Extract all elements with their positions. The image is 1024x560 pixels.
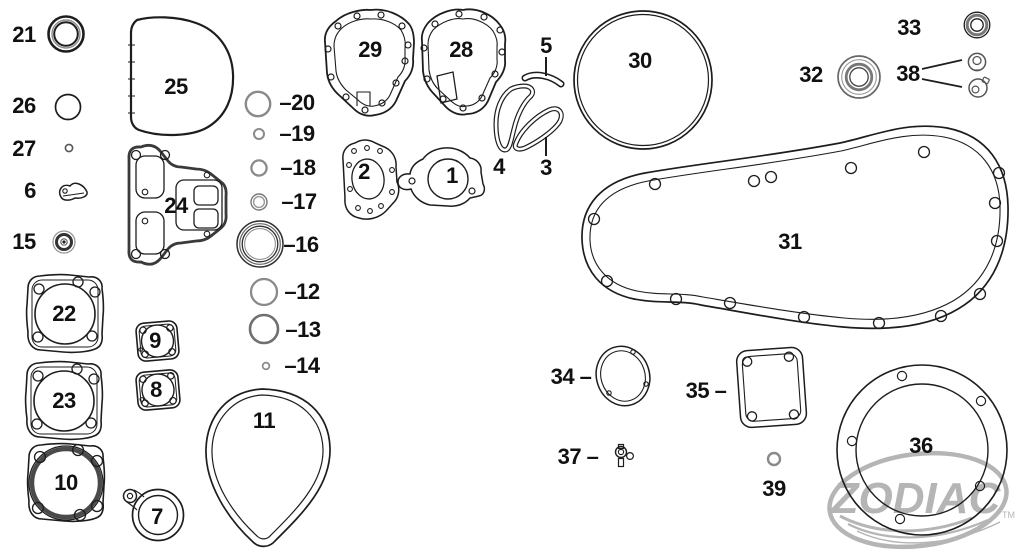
part-31-drawing [581,125,1009,330]
part-10-label: 10 [54,470,78,495]
part-22-drawing [25,273,105,354]
part-18-drawing [250,159,268,177]
part-25-label: 25 [164,74,188,99]
part-14-label: –14 [284,353,320,378]
part-24-label: 24 [164,193,188,218]
part-36-drawing [836,364,1008,536]
part-1-drawing [397,147,486,207]
part-27-drawing [64,143,74,153]
part-32-label: 32 [799,62,823,87]
part-8-label: 8 [150,377,162,402]
part-5-drawing [521,71,565,88]
part-4-drawing [493,83,536,153]
part-3-label: 3 [540,155,552,180]
part-22-label: 22 [52,301,76,326]
part-29-drawing [323,8,415,117]
part-35-label: 35 – [685,378,727,403]
part-11-drawing [205,388,331,548]
part-33-label: 33 [897,15,921,40]
part-37-label: 37 – [557,444,599,469]
part-26-drawing [54,93,82,121]
part-13-drawing [248,313,280,345]
part-9-drawing [135,320,180,362]
part-34-drawing [595,345,651,407]
part-20-drawing [244,90,272,118]
part-24-drawing [127,143,228,266]
part-17-drawing [250,193,268,211]
part-2-drawing [342,139,400,220]
part-7-drawing [122,488,189,545]
part-12-drawing [249,277,279,307]
part-9-label: 9 [149,328,161,353]
part-14-drawing [261,361,271,371]
part-18-label: –18 [280,155,316,180]
part-6-drawing [58,182,88,201]
part-21-label: 21 [12,22,36,47]
part-16-drawing [236,220,284,268]
part-36-label: 36 [909,433,933,458]
part-12-label: –12 [284,279,320,304]
part-23-drawing [24,360,104,441]
part-33-drawing [963,11,991,39]
part-3-drawing [512,106,564,152]
zodiac-wordmark: ZODIAC [830,474,1002,523]
part-21-drawing [47,15,85,53]
part-23-label: 23 [52,388,76,413]
part-30-drawing [573,10,713,150]
part-28-drawing [420,8,507,116]
zodiac-logo: ZODIAC TM [827,450,1015,550]
part-37-drawing [614,443,634,468]
part-19-label: –19 [279,121,315,146]
part-35-drawing [735,346,808,429]
part-28-label: 28 [449,37,473,62]
part-39-label: 39 [762,476,786,501]
part-15-label: 15 [12,229,36,254]
part-38-drawing [967,52,990,98]
part-38-label: 38 [896,61,920,86]
part-2-label: 2 [358,159,370,184]
part-6-label: 6 [24,178,36,203]
part-4-label: 4 [493,154,505,179]
part-32-drawing [837,55,881,99]
part-30-label: 30 [628,48,652,73]
part-27-label: 27 [12,136,36,161]
part-1-label: 1 [446,163,458,188]
part-20-label: –20 [279,90,315,115]
part-7-label: 7 [151,504,163,529]
part-16-label: –16 [283,232,319,257]
leader-line-38 [921,59,963,88]
part-11-label: 11 [252,408,276,433]
part-29-label: 29 [358,37,382,62]
part-26-label: 26 [12,93,36,118]
part-13-label: –13 [285,317,321,342]
part-10-drawing [26,442,106,523]
part-25-drawing [128,16,235,137]
part-15-drawing [52,230,76,254]
part-39-drawing [766,451,782,467]
part-34-label: 34 – [550,364,592,389]
part-31-label: 31 [778,229,802,254]
part-8-drawing [135,369,181,411]
part-19-drawing [253,128,265,140]
zodiac-tm: TM [1002,510,1015,520]
part-17-label: –17 [281,189,317,214]
part-5-label: 5 [540,33,552,58]
